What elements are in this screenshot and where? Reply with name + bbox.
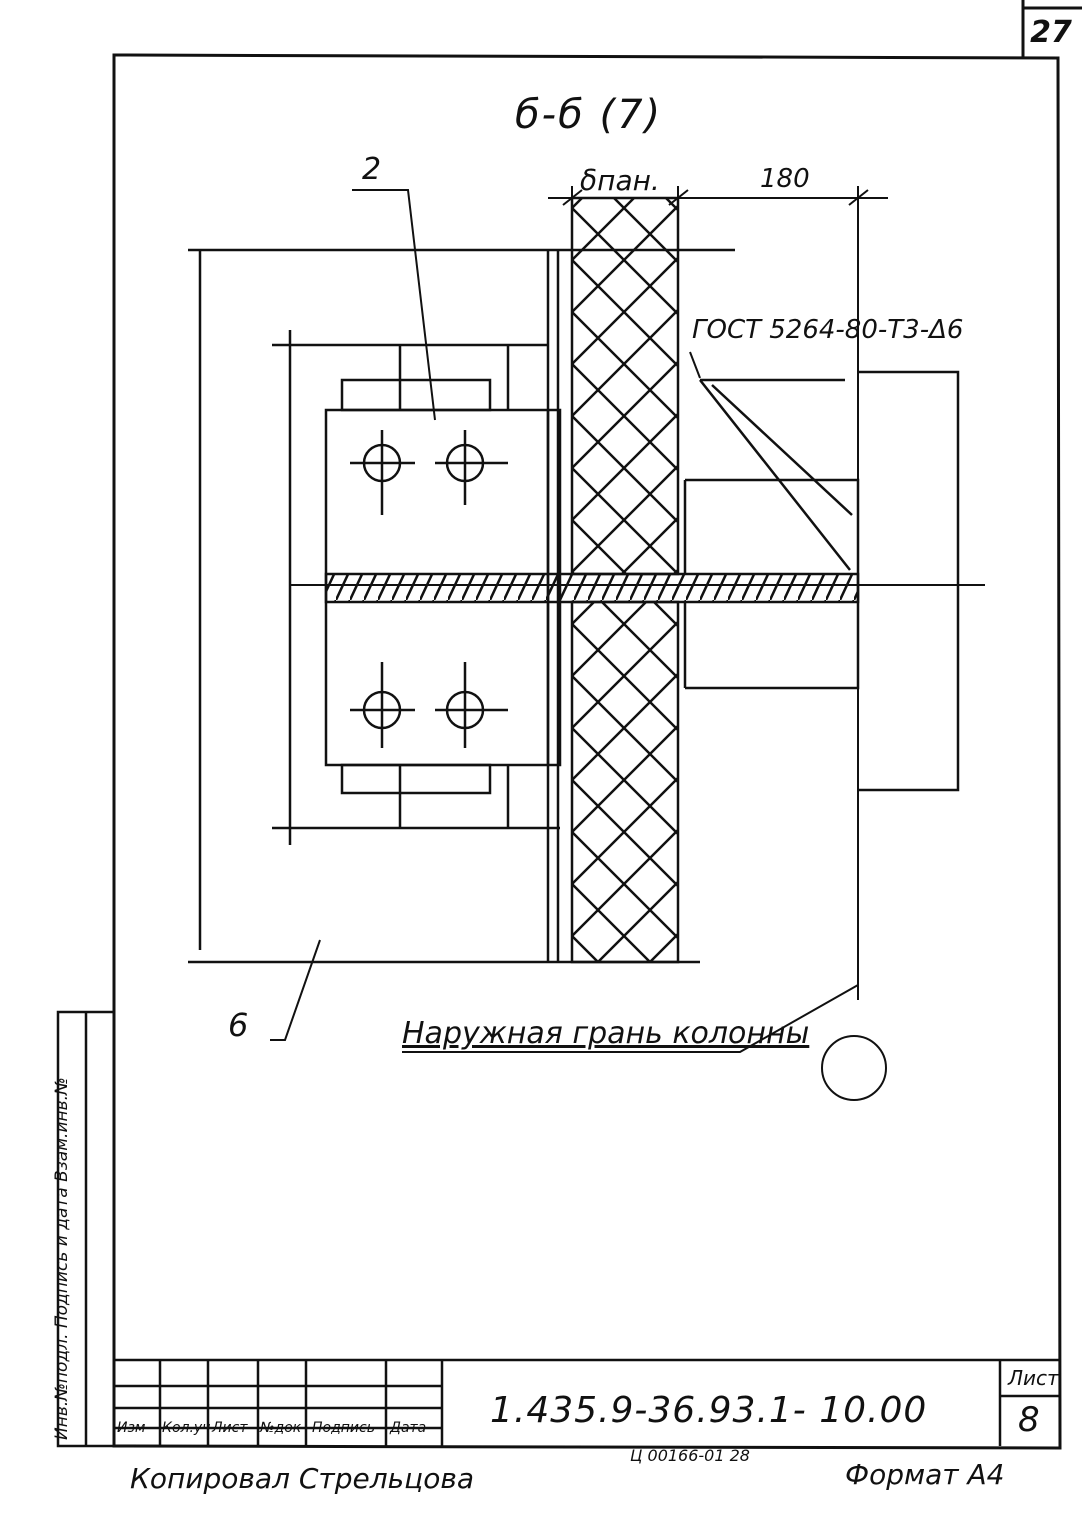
side-stamp — [56, 1010, 116, 1448]
sheet-label: Лист — [1008, 1366, 1059, 1390]
insulation-panel — [570, 196, 680, 964]
bolt-group — [350, 430, 508, 748]
sheet-value: 8 — [1018, 1400, 1040, 1440]
callout-part-6: 6 — [228, 1006, 249, 1044]
paper-format: Формат А4 — [845, 1458, 1005, 1491]
weld-specification: ГОСТ 5264-80-Т3-Δ6 — [692, 315, 964, 345]
archive-code: Ц 00166-01 28 — [630, 1446, 750, 1465]
title-block-column: Лист — [212, 1420, 248, 1436]
column-plates — [683, 370, 960, 792]
column-face-label: Наружная грань колонны — [402, 1016, 810, 1051]
sheet-frame — [112, 0, 1082, 1450]
side-stamp-text: Инв.№подл. Подпись и дата Взам.инв.№ — [52, 1077, 72, 1440]
callout-part-2: 2 — [362, 152, 382, 187]
title-block-column: Подпись — [312, 1420, 375, 1436]
callout-dimension-180: 180 — [760, 164, 810, 194]
steel-plate — [290, 572, 985, 604]
section-title: б-б (7) — [515, 92, 663, 138]
sheet-number: 27 — [1030, 15, 1072, 50]
title-block-column: Изм — [117, 1420, 146, 1436]
callout-panel-thickness: δпан. — [580, 164, 660, 197]
leader-lines — [270, 189, 887, 1101]
title-block-column: Дата — [390, 1420, 427, 1436]
title-block — [114, 1358, 1060, 1446]
title-block-column: №док — [260, 1420, 302, 1436]
document-code: 1.435.9-36.93.1- 10.00 — [490, 1390, 928, 1431]
title-block-column: Кол.уч — [162, 1420, 211, 1436]
copied-by: Копировал Стрельцова — [130, 1462, 474, 1495]
